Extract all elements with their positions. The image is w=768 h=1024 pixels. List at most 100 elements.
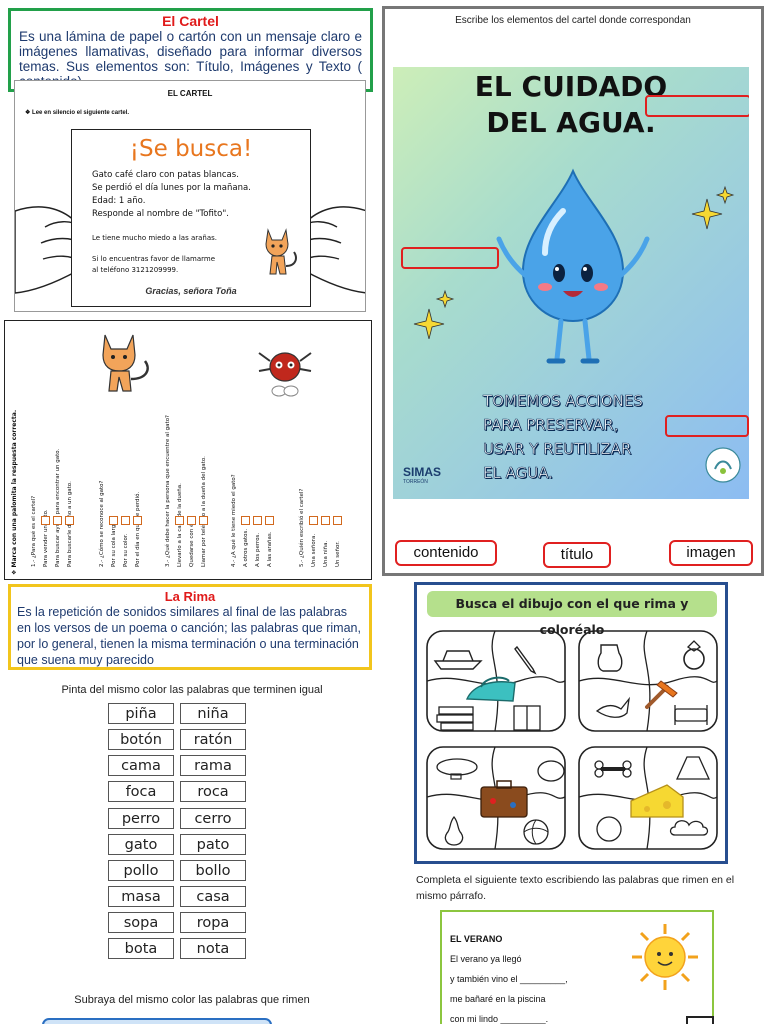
sparkle-icon	[691, 185, 735, 230]
poster-line: Se perdió el día lunes por la mañana.	[92, 183, 251, 193]
rima-definition-title: La Rima	[164, 589, 216, 604]
poster-signature: Gracias, señora Toña	[145, 286, 237, 296]
quiz-worksheet: ❖ Marca con una palomita la respuesta co…	[4, 320, 372, 580]
verano-line: y también vino el _________,	[450, 974, 568, 984]
verano-exercise-box: EL VERANO El verano ya llegó y también v…	[440, 910, 714, 1024]
jug-icon	[597, 644, 623, 672]
subraya-instruction: Subraya del mismo color las palabras que…	[74, 994, 310, 1006]
word-cell[interactable]: roca	[180, 781, 246, 802]
answer-checkbox[interactable]	[265, 516, 274, 525]
agua-title-line: EL CUIDADO	[474, 70, 668, 103]
word-cell[interactable]: perro	[108, 808, 174, 829]
option-text: Un señor.	[335, 541, 341, 567]
word-cell[interactable]: ropa	[180, 912, 246, 933]
answer-checkbox[interactable]	[253, 516, 262, 525]
word-cell[interactable]: sopa	[108, 912, 174, 933]
answer-blank-box[interactable]	[686, 1016, 714, 1024]
agua-poster-panel: Escribe los elementos del cartel donde c…	[382, 6, 764, 576]
answer-checkbox[interactable]	[187, 516, 196, 525]
word-cell[interactable]: niña	[180, 703, 246, 724]
agua-poster-title: EL CUIDADO DEL AGUA.	[393, 67, 749, 141]
word-cell[interactable]: bollo	[180, 860, 246, 881]
question-text: 2.- ¿Cómo se reconoce al gato?	[99, 480, 105, 567]
answer-checkbox[interactable]	[199, 516, 208, 525]
option-text: Llamar por teléfono a la dueña del gato.	[201, 456, 207, 567]
bread-icon	[537, 760, 565, 782]
cultura-del-agua-logo-icon	[705, 447, 741, 483]
word-cell[interactable]: gato	[108, 834, 174, 855]
word-cell[interactable]: cerro	[180, 808, 246, 829]
answer-checkbox[interactable]	[309, 516, 318, 525]
word-cell[interactable]: masa	[108, 886, 174, 907]
option-text: Una niña.	[323, 540, 329, 567]
word-bank-contenido[interactable]: contenido	[395, 540, 497, 566]
question-text: 4.- ¿A qué le tiene miedo el gato?	[231, 474, 237, 567]
answer-checkbox[interactable]	[65, 516, 74, 525]
quiz-instruction: ❖ Marca con una palomita la respuesta co…	[11, 409, 18, 575]
poster-line: Responde al nombre de "Tofito".	[92, 209, 229, 219]
option-text: Por su cola larga.	[111, 519, 117, 567]
poster-line: Le tiene mucho miedo a las arañas.	[92, 234, 218, 242]
option-text: Llevarlo a la casa de la dueña.	[177, 483, 183, 567]
cheese-icon	[630, 784, 684, 818]
bed-icon	[674, 705, 708, 725]
answer-checkbox[interactable]	[41, 516, 50, 525]
word-cell[interactable]: foca	[108, 781, 174, 802]
verano-line: con mi lindo _________.	[450, 1014, 549, 1024]
busca-dibujo-panel: Busca el dibujo con el que rima y coloré…	[414, 582, 728, 864]
verano-line: El verano ya llegó	[450, 954, 522, 964]
word-cell[interactable]: rama	[180, 755, 246, 776]
cartel-definition-text: Es una lámina de papel o cartón con un m…	[19, 29, 362, 89]
answer-checkbox[interactable]	[333, 516, 342, 525]
answer-checkbox[interactable]	[321, 516, 330, 525]
word-cell[interactable]: cama	[108, 755, 174, 776]
window-icon	[513, 705, 541, 731]
cat-icon	[265, 228, 297, 275]
word-cell[interactable]: piña	[108, 703, 174, 724]
boat-icon	[433, 650, 483, 670]
cloud-icon	[669, 820, 709, 836]
answer-checkbox[interactable]	[53, 516, 62, 525]
poster-line: Si lo encuentras favor de llamarme	[92, 255, 216, 263]
cartel-definition-title: El Cartel	[162, 13, 219, 29]
word-bank-imagen[interactable]: imagen	[669, 540, 753, 566]
answer-checkbox[interactable]	[133, 516, 142, 525]
worksheet-instruction: ❖ Lee en silencio el siguiente cartel.	[25, 110, 130, 116]
pear-icon	[444, 815, 464, 846]
word-cell[interactable]: botón	[108, 729, 174, 750]
answer-box-imagen[interactable]	[401, 247, 499, 269]
word-cell[interactable]: pollo	[108, 860, 174, 881]
word-bank-titulo[interactable]: título	[543, 542, 611, 568]
word-cell[interactable]: pato	[180, 834, 246, 855]
option-text: A otros gatos.	[243, 528, 249, 567]
orange-icon	[596, 816, 622, 842]
answer-checkbox[interactable]	[175, 516, 184, 525]
cartel-worksheet: EL CARTEL ❖ Lee en silencio el siguiente…	[14, 80, 366, 312]
worksheet-heading: EL CARTEL	[167, 89, 213, 98]
word-cell[interactable]: nota	[180, 938, 246, 959]
busca-header: Busca el dibujo con el que rima y coloré…	[427, 591, 717, 637]
option-text: Una señora.	[311, 533, 317, 567]
answer-box-contenido[interactable]	[665, 415, 749, 437]
rima-table-instruction: Pinta del mismo color las palabras que t…	[61, 684, 323, 696]
answer-checkbox[interactable]	[109, 516, 118, 525]
pencil-icon	[514, 645, 537, 675]
answer-box-titulo[interactable]	[645, 95, 749, 117]
question-text: 5.- ¿Quién escribió el cartel?	[299, 488, 305, 567]
option-text: A las arañas.	[267, 531, 273, 568]
simas-logo-sub: TORREÓN	[403, 479, 428, 485]
agua-message-line: TOMEMOS ACCIONES	[483, 392, 643, 411]
word-cell[interactable]: ratón	[180, 729, 246, 750]
word-cell[interactable]: bota	[108, 938, 174, 959]
hammer-icon	[645, 680, 678, 709]
option-text: Para buscar ayuda para encontrar un gato…	[55, 448, 61, 567]
answer-checkbox[interactable]	[241, 516, 250, 525]
sun-icon	[632, 924, 698, 990]
agua-message-line: PARA PRESERVAR,	[483, 416, 619, 435]
answer-checkbox[interactable]	[121, 516, 130, 525]
ring-icon	[683, 640, 705, 670]
completa-instruction: Completa el siguiente texto escribiendo …	[416, 874, 735, 902]
question-text: 1.- ¿Para qué es el cartel?	[31, 495, 37, 567]
books-icon	[436, 706, 474, 731]
word-cell[interactable]: casa	[180, 886, 246, 907]
